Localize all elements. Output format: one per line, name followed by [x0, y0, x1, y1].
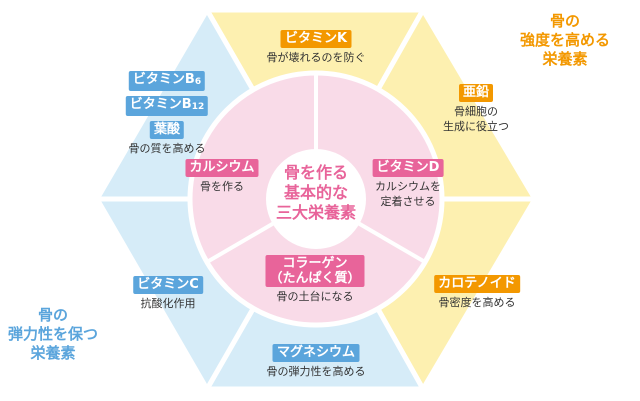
divider — [205, 221, 276, 264]
zinc-item: 亜鉛骨細胞の生成に役立つ — [443, 84, 509, 133]
vitamin-b6-tag: ビタミンB6 — [128, 71, 206, 91]
elasticity-heading: 骨の弾力性を保つ栄養素 — [8, 306, 99, 362]
vitamin-b12-tag: ビタミンB12 — [125, 96, 209, 116]
folic-acid-tag: 葉酸 — [149, 121, 185, 139]
collagen-item: コラーゲン（たんぱく質）骨の土台になる — [265, 255, 365, 304]
center-title: 骨を作る基本的な三大栄養素 — [275, 163, 357, 222]
calcium-item: カルシウム骨を作る — [185, 156, 259, 194]
b-group-item: ビタミンB6 ビタミンB12 葉酸 骨の質を高める — [125, 68, 209, 156]
divider — [356, 221, 427, 264]
carotenoid-item: カロテノイド骨密度を高める — [434, 272, 520, 310]
center-circle — [266, 149, 366, 249]
magnesium-item: マグネシウム骨の弾力性を高める — [266, 344, 366, 378]
strength-heading: 骨の強度を高める栄養素 — [520, 12, 611, 68]
